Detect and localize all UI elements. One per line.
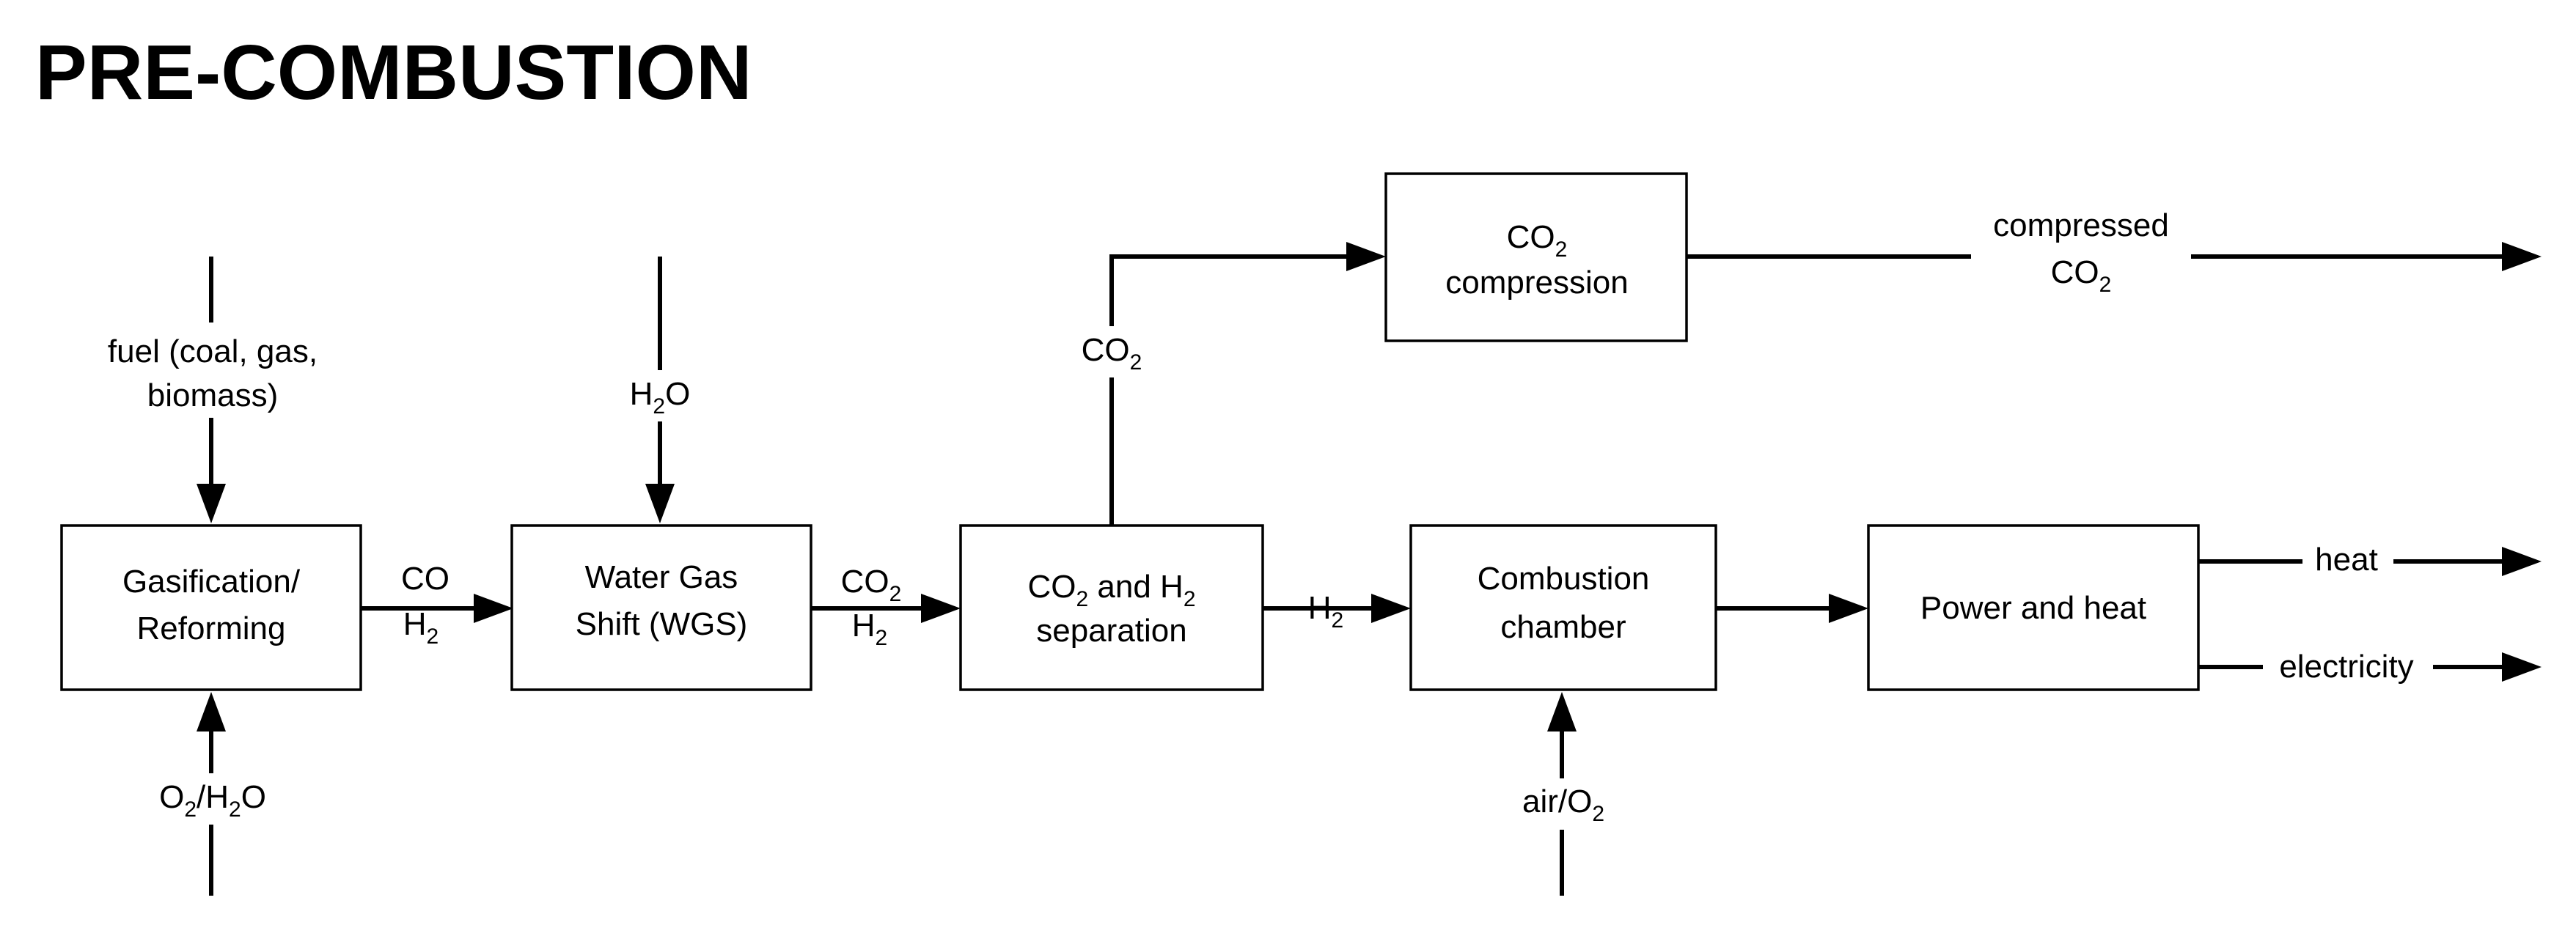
co2-wgs-co-text: CO	[841, 564, 889, 600]
electricity-label-bg	[2263, 646, 2433, 688]
co2-up-sub: 2	[1130, 350, 1142, 375]
fuel-input-arrowhead	[197, 484, 226, 523]
water-input-arrowhead	[645, 484, 675, 523]
air-text: air/O	[1522, 784, 1592, 819]
compressed-co2-output-arrowhead	[2502, 242, 2542, 271]
h2-1-sub: 2	[427, 624, 439, 649]
combustion-chamber-box: Combustion chamber	[1409, 524, 1717, 691]
heat-output-arrowhead	[2502, 547, 2542, 576]
co2-h2-separation-box: CO2 and H2 separation	[959, 524, 1264, 691]
oxygen-water-label: O2/H2O	[159, 779, 266, 822]
air-label-bg	[1522, 778, 1601, 830]
water-label-bg	[620, 370, 700, 421]
fuel-label-line1: fuel (coal, gas,	[108, 333, 318, 369]
electricity-output-arrowhead	[2502, 652, 2542, 682]
h2-after-gasification-label: H2	[403, 606, 438, 649]
heat-label-bg	[2302, 539, 2393, 578]
water-gas-shift-box: Water Gas Shift (WGS)	[510, 524, 812, 691]
co-label: CO	[401, 561, 449, 597]
h2-separated-label: H2	[1308, 590, 1343, 633]
combustion-label-line2: chamber	[1500, 609, 1626, 645]
separation-to-combustion-arrowhead	[1371, 594, 1411, 623]
h2-2-h-text: H	[852, 608, 876, 644]
oxygen-water-label-bg	[143, 773, 279, 825]
electricity-label: electricity	[2279, 649, 2413, 685]
heat-label: heat	[2315, 542, 2378, 578]
h2-3-h-text: H	[1308, 590, 1332, 626]
ox-o2-text: O	[241, 779, 266, 815]
power-and-heat-box: Power and heat	[1867, 524, 2200, 691]
separation-and-h-text: and H	[1088, 569, 1184, 605]
co2-wgs-sub: 2	[889, 582, 902, 606]
combustion-to-power-arrowhead	[1829, 594, 1868, 623]
gasification-reforming-box: Gasification/ Reforming	[60, 524, 362, 691]
wgs-label-line2: Shift (WGS)	[576, 606, 748, 642]
ox-o-text: O	[159, 779, 184, 815]
oxygen-water-input-arrowhead	[197, 692, 226, 731]
compression-sub-2: 2	[1555, 237, 1568, 262]
separation-co-text: CO	[1027, 569, 1076, 605]
h2-3-sub: 2	[1332, 608, 1344, 633]
wgs-label-line1: Water Gas	[585, 559, 738, 595]
gasification-label-line2: Reforming	[137, 611, 286, 646]
water-h-text: H	[630, 376, 653, 412]
co2-to-compression-arrowhead	[1346, 242, 1386, 271]
wgs-to-separation-arrowhead	[921, 594, 961, 623]
diagram-title: PRE-COMBUSTION	[35, 29, 752, 116]
fuel-label-bg	[73, 323, 352, 418]
compressed-co-text: CO	[2051, 254, 2099, 290]
compressed-label-line1: compressed	[1993, 207, 2169, 243]
compression-co-text: CO	[1507, 219, 1555, 255]
co2-to-compression-line	[1109, 254, 1346, 526]
ox-slash-h-text: /H	[197, 779, 229, 815]
h2-2-sub: 2	[876, 626, 888, 650]
power-label: Power and heat	[1920, 590, 2146, 626]
h2-after-wgs-label: H2	[852, 608, 887, 650]
water-label: H2O	[630, 376, 691, 419]
combustion-label-line1: Combustion	[1478, 561, 1650, 597]
gasification-to-wgs-arrowhead	[474, 594, 513, 623]
separation-label-line2: separation	[1036, 613, 1186, 649]
separation-sub-2b: 2	[1184, 587, 1196, 611]
ox-sub-2: 2	[184, 797, 197, 822]
air-input-arrowhead	[1547, 692, 1577, 731]
compressed-co2-label-bg	[1971, 205, 2191, 299]
separation-label-line1: CO2 and H2	[1027, 569, 1195, 611]
ox-sub-2b: 2	[229, 797, 241, 822]
co2-compression-box: CO2 compression	[1384, 172, 1688, 342]
co2-separated-label: CO2	[1082, 332, 1142, 375]
compression-label-line2: compression	[1445, 265, 1628, 301]
air-sub: 2	[1592, 802, 1604, 826]
water-sub-2: 2	[653, 394, 665, 419]
gasification-label-line1: Gasification/	[122, 564, 301, 600]
water-o-text: O	[665, 376, 690, 412]
compressed-sub: 2	[2099, 273, 2112, 297]
co2-up-label-bg	[1075, 326, 1148, 377]
separation-sub-2: 2	[1076, 587, 1088, 611]
co2-after-wgs-label: CO2	[841, 564, 902, 606]
h2-1-h-text: H	[403, 606, 427, 642]
compressed-label-line2: CO2	[2051, 254, 2112, 297]
co2-up-co-text: CO	[1082, 332, 1130, 368]
compression-label-line1: CO2	[1507, 219, 1568, 262]
fuel-label-line2: biomass)	[147, 377, 279, 413]
air-oxygen-label: air/O2	[1522, 784, 1604, 826]
